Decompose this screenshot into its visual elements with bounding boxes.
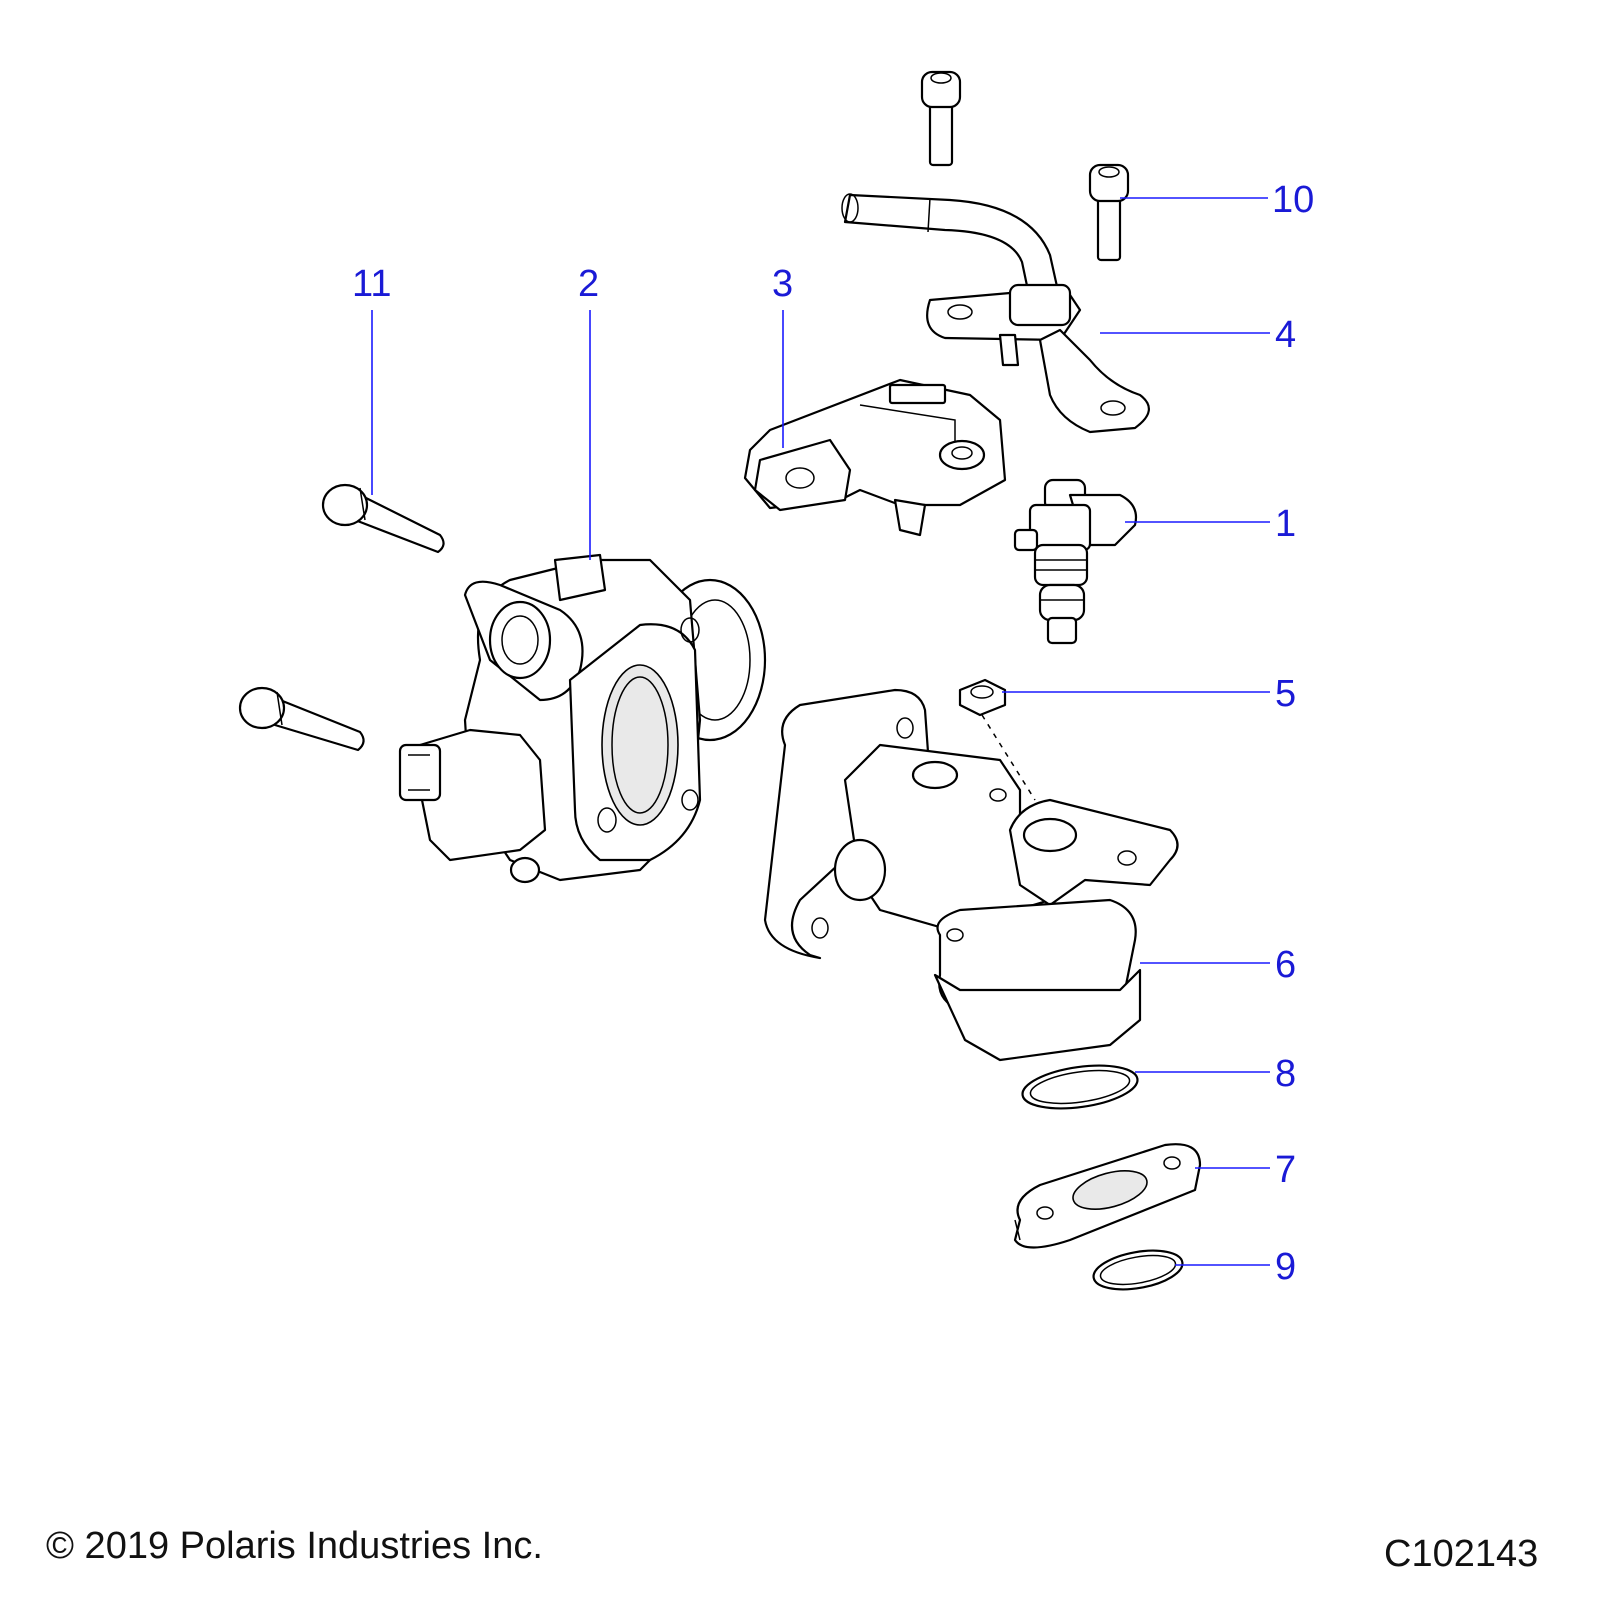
callout-11: 11 <box>352 263 391 305</box>
map-sensor <box>743 378 1007 537</box>
intake-manifold <box>763 688 1179 1062</box>
cap-screw-upper-left <box>920 70 962 167</box>
spacer-plate-7 <box>1013 1143 1202 1249</box>
cap-screw-11-upper <box>321 483 445 554</box>
o-ring-8 <box>1021 1064 1139 1110</box>
callout-4: 4 <box>1275 314 1296 356</box>
copyright-notice: © 2019 Polaris Industries Inc. <box>46 1525 543 1567</box>
throttle-body <box>398 553 767 884</box>
callout-3: 3 <box>772 263 793 305</box>
fuel-rail-bracket <box>841 193 1150 434</box>
callout-10: 10 <box>1272 179 1314 221</box>
cap-screw-10 <box>1088 163 1130 262</box>
flange-bolt-upper <box>958 678 1007 717</box>
callout-7: 7 <box>1275 1149 1296 1191</box>
callout-1: 1 <box>1275 503 1296 545</box>
callout-9: 9 <box>1275 1246 1296 1288</box>
callout-2: 2 <box>578 263 599 305</box>
callout-8: 8 <box>1275 1053 1296 1095</box>
drawing-number: C102143 <box>1384 1533 1539 1575</box>
callout-6: 6 <box>1275 944 1296 986</box>
callout-5: 5 <box>1275 673 1296 715</box>
cap-screw-11-lower <box>238 686 365 752</box>
fuel-injector <box>1013 478 1138 645</box>
o-ring-9 <box>1092 1249 1184 1291</box>
